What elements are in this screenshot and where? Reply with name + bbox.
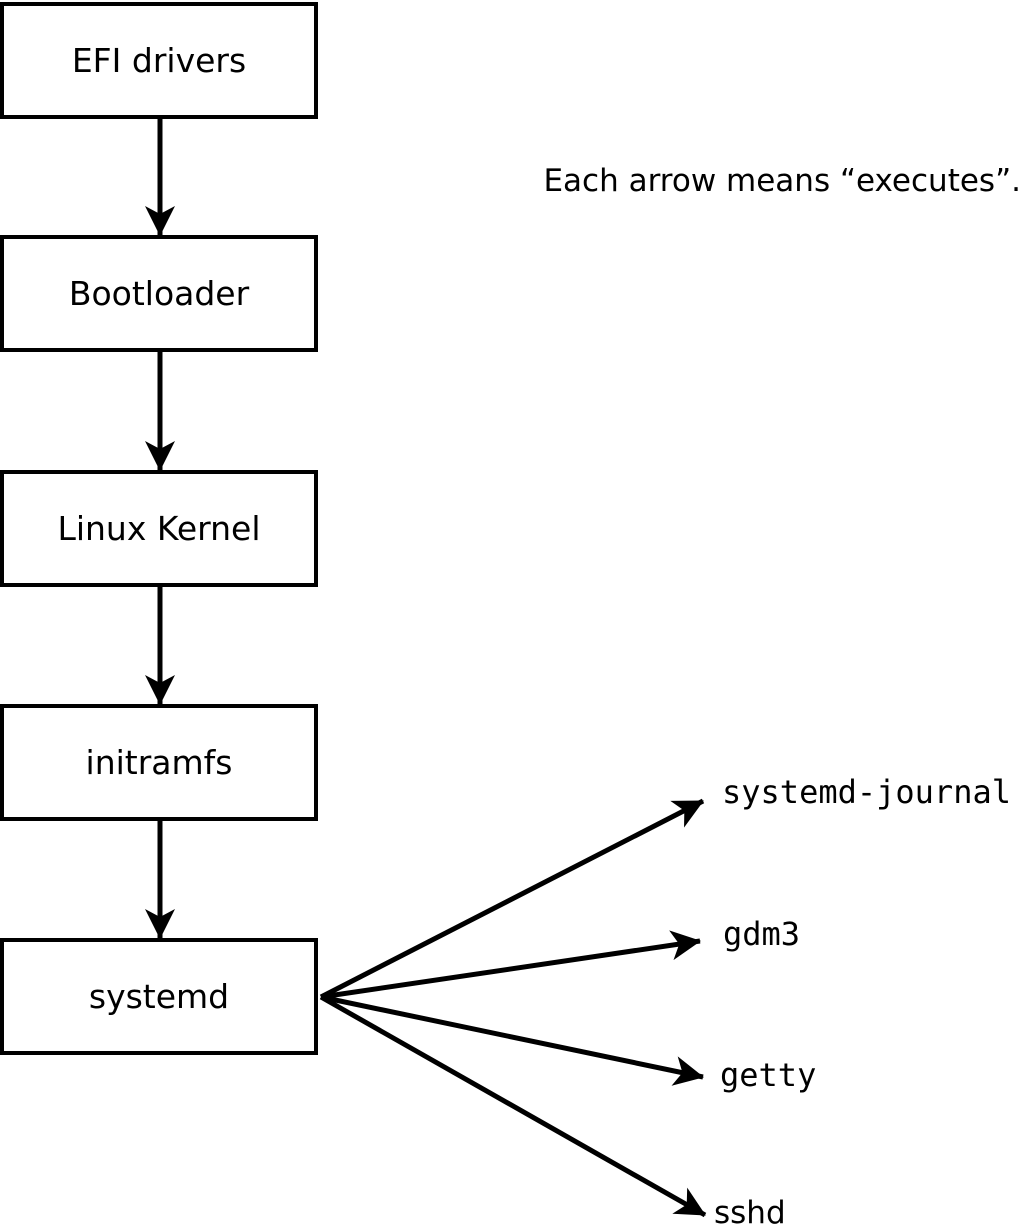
box-efi-drivers-label: EFI drivers xyxy=(71,41,247,80)
box-bootloader-label: Bootloader xyxy=(68,274,250,313)
box-initramfs-label: initramfs xyxy=(85,743,233,782)
box-bootloader: Bootloader xyxy=(0,235,318,352)
arrow-systemd-to-gdm3 xyxy=(320,930,701,1000)
arrow-systemd-to-getty xyxy=(320,994,704,1086)
label-gdm3: gdm3 xyxy=(723,915,801,953)
arrow-systemd-to-sshd xyxy=(319,994,707,1218)
note-arrow-meaning: Each arrow means “executes”. xyxy=(543,163,1021,199)
box-efi-drivers: EFI drivers xyxy=(0,2,318,119)
label-sshd: sshd xyxy=(714,1195,786,1230)
box-initramfs: initramfs xyxy=(0,704,318,821)
box-linux-kernel: Linux Kernel xyxy=(0,470,318,587)
label-systemd-journal: systemd-journal xyxy=(722,773,1011,811)
box-linux-kernel-label: Linux Kernel xyxy=(57,509,261,548)
label-getty: getty xyxy=(720,1056,817,1094)
box-systemd-label: systemd xyxy=(88,977,230,1016)
box-systemd: systemd xyxy=(0,938,318,1055)
arrow-systemd-to-journal xyxy=(319,798,705,1000)
